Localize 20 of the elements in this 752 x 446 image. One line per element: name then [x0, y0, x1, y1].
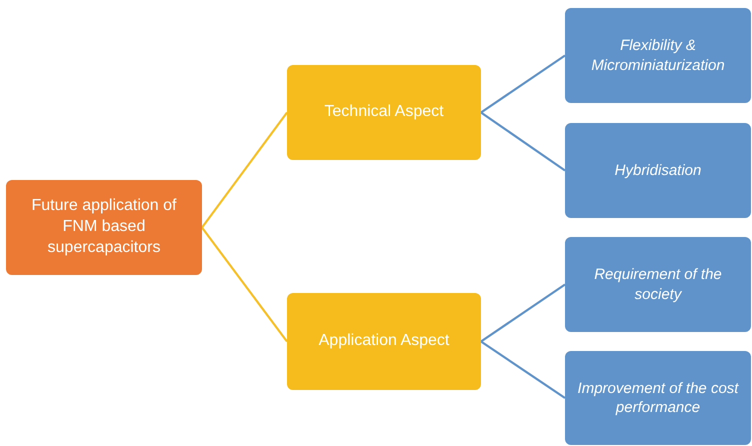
item-box: [565, 237, 751, 332]
connector-line: [480, 54, 566, 114]
connector-line: [201, 112, 288, 228]
category-box: [287, 293, 481, 390]
node-label: Requirement of the society: [593, 265, 723, 304]
node-label: Future application of FNM based supercapacitors: [30, 196, 178, 258]
connector-line: [480, 284, 566, 342]
node-label: Hybridisation: [614, 160, 702, 180]
item-box: [565, 351, 751, 445]
node-label: Flexibility & Microminiaturization: [590, 36, 726, 75]
connector-line: [480, 340, 566, 399]
root-box: [6, 180, 202, 275]
connector-line: [201, 226, 288, 342]
node-label: Improvement of the cost performance: [576, 378, 740, 418]
connector-line: [480, 112, 566, 172]
item-box: [565, 8, 751, 103]
node-label: Application Aspect: [318, 331, 450, 352]
category-box: [287, 65, 481, 160]
node-label: Technical Aspect: [324, 102, 444, 122]
item-box: [565, 123, 751, 218]
